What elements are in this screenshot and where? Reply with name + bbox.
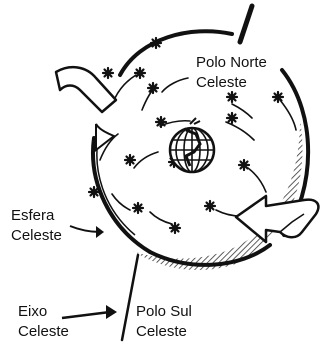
star-icon <box>205 201 215 211</box>
axis-label: Eixo <box>18 303 47 320</box>
north-pole-label-line2: Celeste <box>196 74 247 91</box>
axis-label-line2: Celeste <box>18 323 69 340</box>
curved-arrow-icon <box>56 67 116 150</box>
sphere-label: Esfera <box>11 207 55 224</box>
star-icon <box>227 113 237 123</box>
star-icon <box>103 68 113 78</box>
axis-pointer-arrow <box>62 305 117 319</box>
star-icon <box>89 187 99 197</box>
star-icon <box>227 92 237 102</box>
sphere-label-line2: Celeste <box>11 227 62 244</box>
south-pole-label-line2: Celeste <box>136 323 187 340</box>
north-pole-label: Polo Norte <box>196 54 267 71</box>
star-icon <box>151 38 161 48</box>
star-icon <box>239 160 249 170</box>
curved-arrow-icon <box>236 196 318 242</box>
star-icon <box>156 117 166 127</box>
celestial-axis-north <box>240 6 252 42</box>
star-icon <box>170 223 180 233</box>
globe-icon <box>170 118 214 172</box>
star-icon <box>273 92 283 102</box>
star-icon <box>125 155 135 165</box>
star-icon <box>133 203 143 213</box>
south-pole-label: Polo Sul <box>136 303 192 320</box>
star-icon <box>148 83 158 93</box>
star-icon <box>135 68 145 78</box>
sphere-pointer-arrow <box>70 226 104 238</box>
